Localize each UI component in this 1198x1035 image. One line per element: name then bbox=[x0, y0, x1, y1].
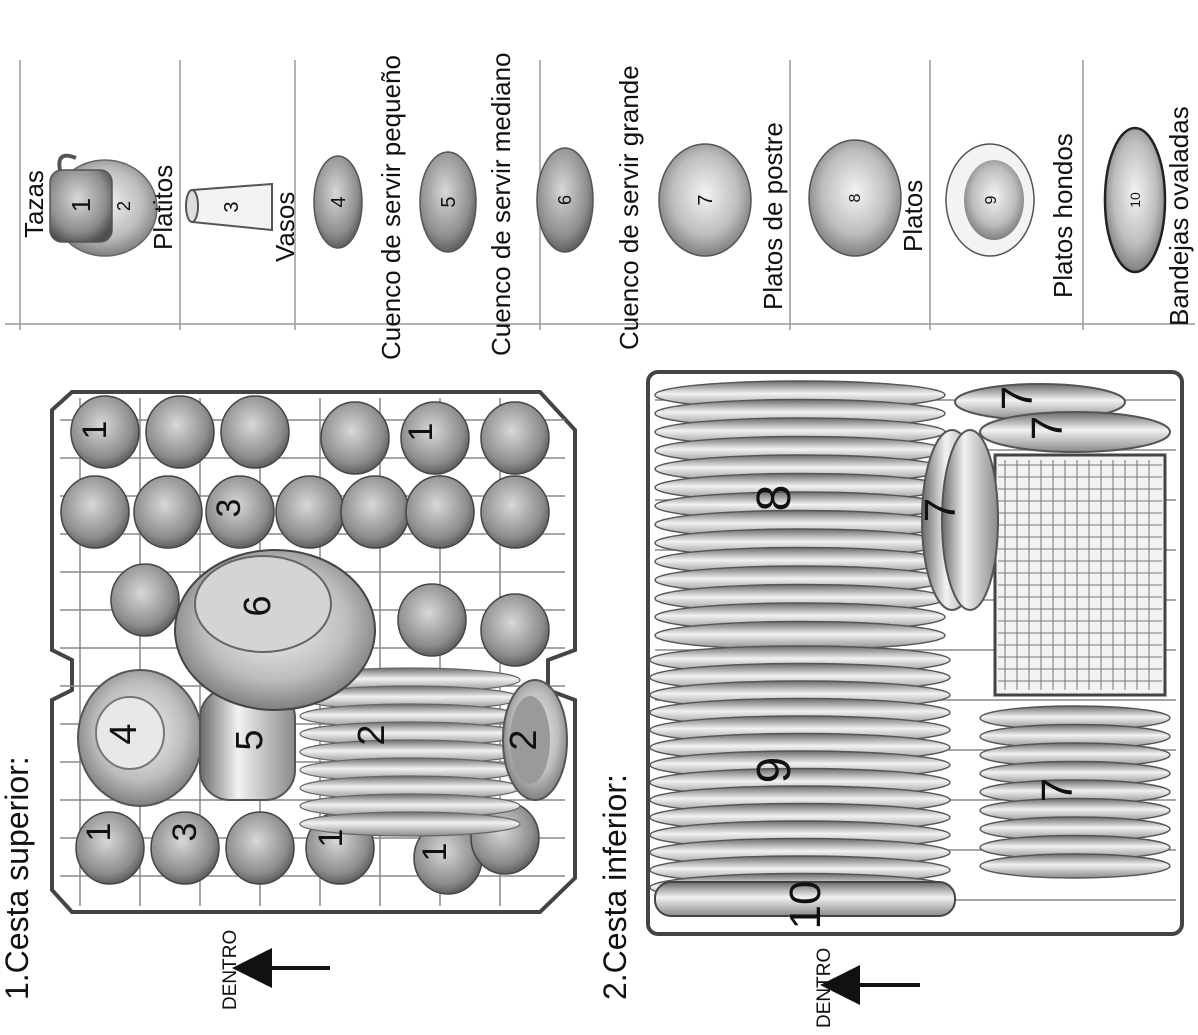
legend-label-oval-trays: Bandejas ovaladas bbox=[1164, 106, 1194, 326]
legend-small-bowl-icon bbox=[313, 155, 363, 249]
upper-direction-label: DENTRO bbox=[220, 930, 241, 1010]
cup bbox=[70, 395, 140, 469]
legend-large-bowl-icon bbox=[536, 147, 594, 253]
lower-basket-title: 2.Cesta inferior: bbox=[597, 774, 633, 1000]
legend-glass-icon bbox=[185, 182, 273, 232]
lower-direction-indicator: DENTRO bbox=[814, 948, 920, 1028]
upper-num-2a: 2 bbox=[351, 724, 393, 745]
lower-num-7a: 7 bbox=[993, 386, 1042, 410]
legend-labels: Tazas Platitos Vasos Cuenco de servir pe… bbox=[19, 53, 1194, 361]
upper-num-3b: 3 bbox=[166, 823, 204, 842]
lower-basket-numbers: 8 7 7 7 9 7 10 bbox=[748, 386, 1082, 930]
lower-direction-label: DENTRO bbox=[814, 948, 835, 1028]
lower-num-7b: 7 bbox=[1023, 416, 1072, 440]
legend-label-tazas: Tazas bbox=[19, 170, 49, 238]
legend-label-dinner-plates: Platos bbox=[898, 180, 928, 252]
cutlery-basket bbox=[993, 453, 1167, 697]
cup bbox=[340, 475, 410, 549]
saucer-row bbox=[299, 667, 521, 837]
legend-num-10: 10 bbox=[1127, 192, 1143, 208]
soup-plates-9 bbox=[649, 645, 951, 903]
legend-label-large-bowl: Cuenco de servir grande bbox=[614, 65, 644, 350]
upper-num-4: 4 bbox=[103, 723, 145, 744]
upper-basket-numbers: 1 1 1 1 1 3 3 6 4 5 2 2 bbox=[76, 421, 545, 862]
upper-num-1b: 1 bbox=[402, 423, 440, 442]
legend-label-vasos: Vasos bbox=[270, 192, 300, 262]
legend-num-6: 6 bbox=[555, 195, 575, 205]
cup bbox=[133, 475, 203, 549]
cup bbox=[60, 475, 130, 549]
cup bbox=[480, 401, 550, 475]
upper-basket: 1 1 1 1 1 3 3 6 4 5 2 2 1.Cesta superior… bbox=[0, 390, 577, 1010]
upper-num-1c: 1 bbox=[80, 823, 118, 842]
legend-label-medium-bowl: Cuenco de servir mediano bbox=[486, 53, 516, 357]
legend-medium-bowl-icon bbox=[419, 151, 477, 253]
cup bbox=[397, 583, 467, 657]
legend-num-4: 4 bbox=[328, 196, 350, 207]
upper-num-1d: 1 bbox=[312, 829, 350, 848]
tilted-plates-7 bbox=[921, 383, 1171, 611]
cup bbox=[110, 563, 180, 637]
dessert-plates-7-lower bbox=[979, 705, 1171, 879]
legend-numbers: 1 2 3 4 5 6 7 8 9 10 bbox=[66, 192, 1143, 213]
lower-basket: 8 7 7 7 9 7 10 2.Cesta inferior: DENTRO bbox=[597, 370, 1184, 1028]
cup bbox=[480, 475, 550, 549]
oval-tray-10 bbox=[654, 881, 956, 917]
legend-num-8: 8 bbox=[847, 193, 864, 202]
legend-num-9: 9 bbox=[983, 195, 1000, 204]
upper-direction-indicator: DENTRO bbox=[220, 930, 330, 1010]
lower-num-7d: 7 bbox=[1033, 778, 1082, 802]
lower-num-9: 9 bbox=[748, 757, 801, 784]
saucer bbox=[299, 811, 521, 837]
lower-num-7c: 7 bbox=[916, 498, 965, 522]
large-bowl-6 bbox=[174, 549, 376, 711]
cup bbox=[220, 395, 290, 469]
legend-label-dessert-plates: Platos de postre bbox=[758, 122, 788, 310]
cup bbox=[275, 475, 345, 549]
lower-num-8: 8 bbox=[748, 485, 801, 512]
legend: 1 2 3 4 5 6 7 8 9 10 Tazas Platitos Vaso… bbox=[5, 53, 1195, 361]
upper-basket-title: 1.Cesta superior: bbox=[0, 756, 35, 1000]
small-bowl-4 bbox=[77, 669, 203, 807]
dinner-plates-8 bbox=[654, 380, 946, 651]
legend-dinner-plate-icon bbox=[808, 139, 902, 257]
upper-num-1a: 1 bbox=[76, 421, 114, 440]
upper-num-3a: 3 bbox=[210, 499, 248, 518]
legend-dessert-plate-icon bbox=[658, 143, 752, 257]
cup bbox=[75, 811, 145, 885]
cup bbox=[320, 401, 390, 475]
cup bbox=[400, 401, 470, 475]
upper-rack-frame bbox=[50, 390, 577, 914]
legend-num-2: 2 bbox=[114, 201, 134, 211]
lower-num-10: 10 bbox=[781, 881, 830, 930]
legend-soup-plate-icon bbox=[945, 143, 1035, 257]
legend-label-small-bowl: Cuenco de servir pequeño bbox=[376, 55, 406, 360]
legend-num-7: 7 bbox=[695, 194, 717, 205]
cup bbox=[145, 395, 215, 469]
side-saucer-2 bbox=[502, 679, 568, 801]
legend-oval-tray-icon bbox=[1103, 126, 1167, 274]
cup bbox=[480, 593, 550, 667]
legend-cup-saucer-icon bbox=[49, 153, 158, 257]
cup bbox=[205, 475, 275, 549]
legend-num-1: 1 bbox=[66, 198, 96, 212]
upper-num-2b: 2 bbox=[503, 729, 545, 750]
legend-num-3: 3 bbox=[221, 201, 243, 212]
upper-cups-group bbox=[60, 395, 550, 895]
legend-num-5: 5 bbox=[438, 196, 460, 207]
upper-num-6: 6 bbox=[237, 595, 279, 616]
legend-label-soup-plates: Platos hondos bbox=[1048, 133, 1078, 298]
upper-num-5: 5 bbox=[229, 729, 271, 750]
cup bbox=[405, 475, 475, 549]
plate bbox=[979, 853, 1171, 879]
cup bbox=[225, 811, 295, 885]
cup bbox=[150, 811, 220, 885]
legend-label-platitos: Platitos bbox=[148, 165, 178, 250]
upper-num-1e: 1 bbox=[416, 843, 454, 862]
lower-rack-frame bbox=[646, 370, 1184, 936]
